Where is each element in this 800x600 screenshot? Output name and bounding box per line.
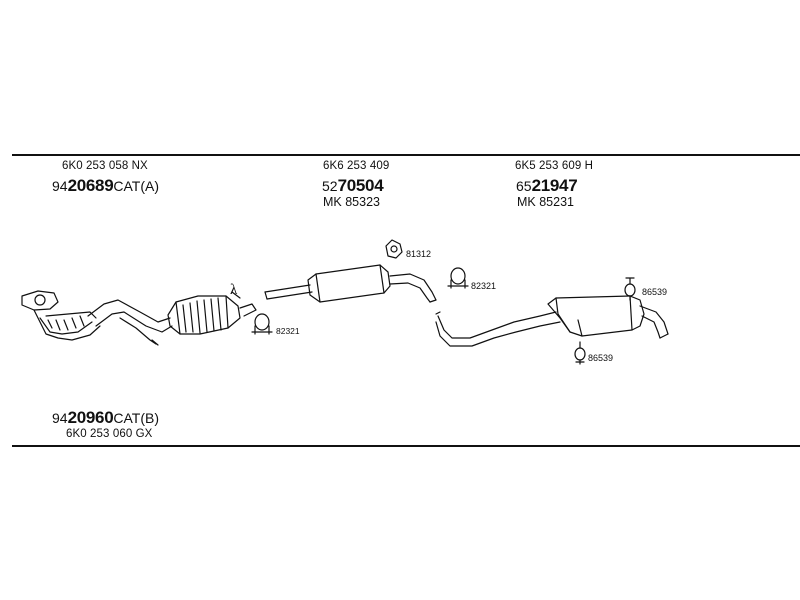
middle-silencer-body (307, 264, 391, 303)
hanger-middle-label: 81312 (406, 249, 431, 259)
middle-silencer-tailpipe (389, 273, 437, 303)
middle-silencer-pipe (264, 284, 313, 300)
cat-a-part-number: 9420689CAT(A) (52, 176, 159, 196)
middle-silencer-oem-number: 6K6 253 409 (323, 160, 390, 172)
rear-silencer-part-main: 21947 (531, 176, 578, 195)
clamp-cat-label: 82321 (276, 326, 300, 336)
rear-silencer-mounting-kit: MK 85231 (517, 195, 574, 209)
rear-silencer-part-prefix: 65 (516, 178, 532, 194)
rubber-mount-top-icon (624, 277, 636, 301)
clamp-middle-label: 82321 (471, 281, 496, 291)
cat-b-oem-number: 6K0 253 060 GX (66, 428, 153, 440)
rear-silencer-body (547, 295, 645, 337)
cat-b-part-number: 9420960CAT(B) (52, 408, 159, 428)
clamp-middle-icon (447, 267, 469, 289)
rubber-mount-bottom-icon (574, 341, 586, 365)
middle-silencer-part-number: 5270504 (322, 176, 384, 196)
cat-b-part-prefix: 94 (52, 410, 68, 426)
cat-a-part-prefix: 94 (52, 178, 68, 194)
middle-silencer-part-main: 70504 (337, 176, 384, 195)
rear-silencer-oem-number: 6K5 253 609 H (515, 160, 594, 172)
cat-a-part-suffix: CAT(A) (113, 178, 159, 194)
cat-a-oem-number: 6K0 253 058 NX (62, 160, 148, 172)
catalytic-converter-body (167, 291, 257, 335)
rear-pipe (435, 311, 561, 347)
rear-silencer-part-number: 6521947 (516, 176, 578, 196)
rubber-mount-bottom-label: 86539 (588, 353, 613, 363)
clamp-cat-icon (251, 313, 273, 335)
front-pipe (87, 299, 173, 346)
hanger-middle-icon (385, 239, 403, 259)
middle-silencer-mounting-kit: MK 85323 (323, 195, 380, 209)
rubber-mount-top-label: 86539 (642, 287, 667, 297)
bottom-divider (12, 445, 800, 447)
top-divider (12, 154, 800, 156)
cat-b-part-suffix: CAT(B) (113, 410, 159, 426)
cat-b-part-main: 20960 (67, 408, 114, 427)
rear-silencer-tailpipe (639, 305, 669, 339)
cat-a-part-main: 20689 (67, 176, 114, 195)
exhaust-manifold (21, 290, 101, 341)
lambda-sensor-symbol: λ (230, 282, 238, 298)
middle-silencer-part-prefix: 52 (322, 178, 338, 194)
